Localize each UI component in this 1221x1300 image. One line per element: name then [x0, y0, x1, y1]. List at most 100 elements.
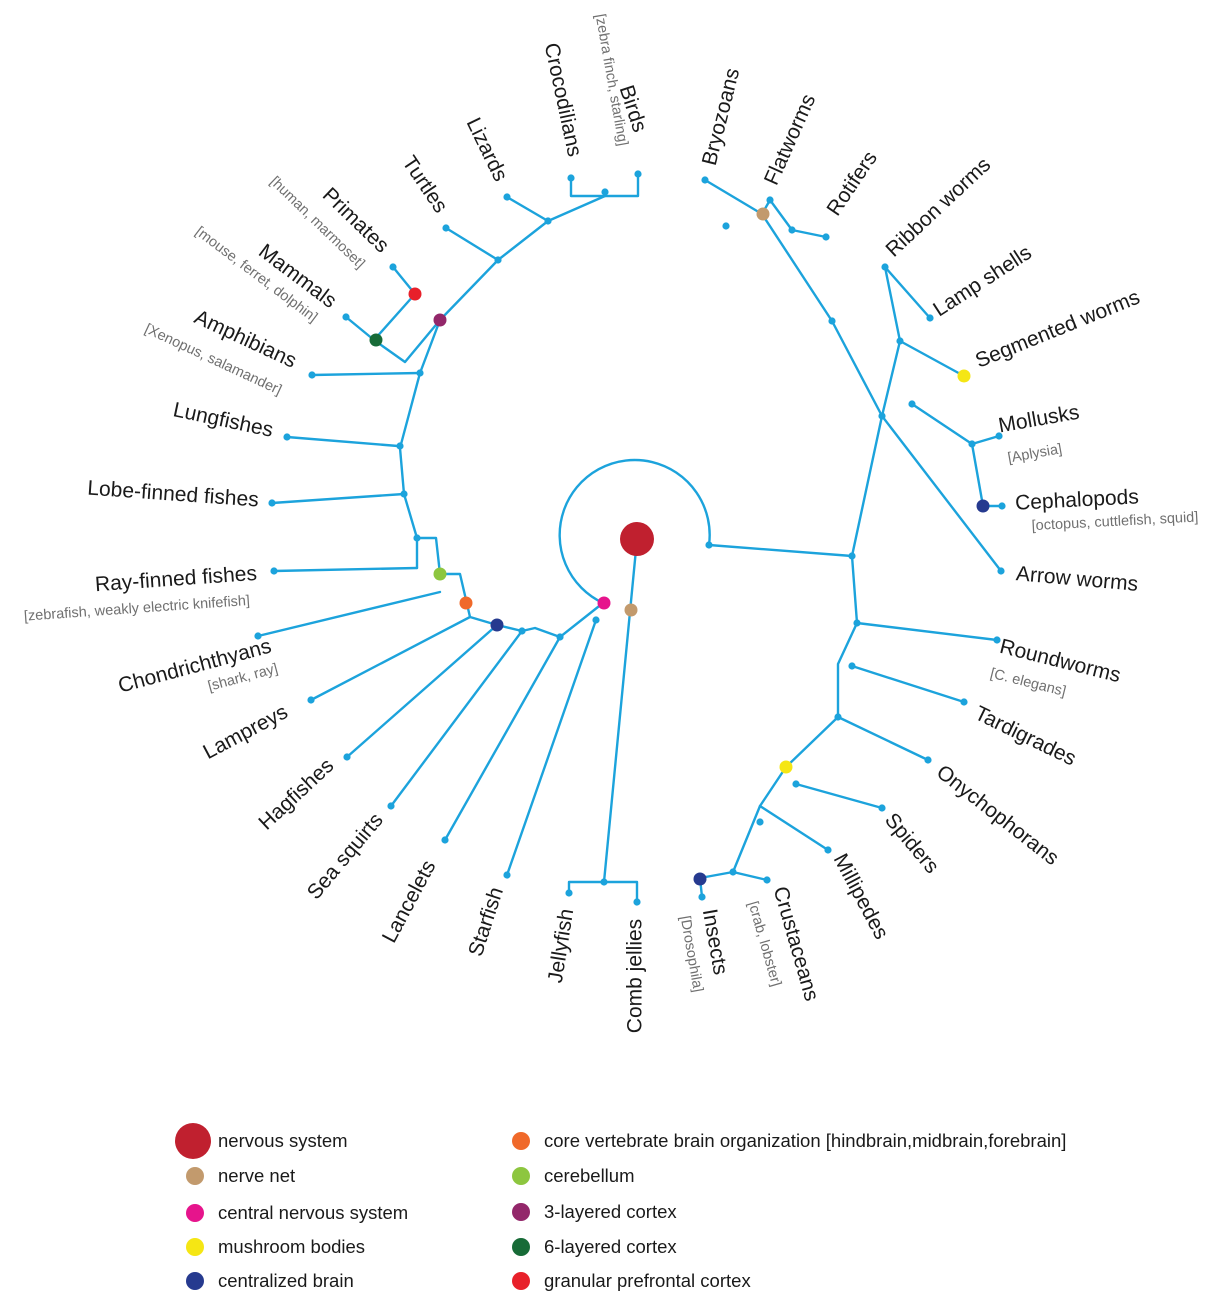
mollusk-clade — [910, 402, 1001, 446]
lophotrochozoa-arc — [703, 178, 884, 558]
onychophorans-branch — [836, 715, 930, 762]
node-dot-29 — [705, 541, 713, 549]
taxon-label-sea-squirts: Sea squirts — [303, 809, 388, 904]
node-dot-57 — [788, 226, 796, 234]
legend-swatch-nervous-system — [175, 1123, 211, 1159]
taxon-label-lancelets: Lancelets — [378, 856, 441, 946]
marker-centralized-brain-vertebrate — [490, 618, 504, 632]
ecdysozoa-arc — [698, 554, 859, 880]
node-dot-14 — [268, 499, 276, 507]
cephalopod-branch — [970, 442, 1004, 508]
legend-swatch-central-nervous-system — [186, 1204, 204, 1222]
taxon-note-mollusks: [Aplysia] — [1007, 441, 1064, 466]
roundworms-branch — [855, 621, 999, 642]
node-dot-4 — [503, 193, 511, 201]
node-dot-40 — [878, 804, 886, 812]
legend-label: core vertebrate brain organization [hind… — [544, 1130, 1067, 1151]
taxon-label-tardigrades: Tardigrades — [971, 702, 1080, 771]
node-dot-58 — [822, 233, 830, 241]
node-dot-11 — [342, 313, 350, 321]
marker-central-nervous-system — [597, 596, 611, 610]
node-dot-54 — [701, 176, 709, 184]
mammal-clade — [372, 292, 442, 364]
taxon-label-turtles: Turtles — [398, 152, 453, 217]
taxon-label-millipedes: Millipedes — [829, 850, 893, 943]
marker-three-layered-cortex — [433, 313, 447, 327]
taxon-label-ribbon-worms: Ribbon worms — [881, 153, 995, 261]
turtles-branch — [444, 226, 500, 262]
node-dot-32 — [848, 662, 856, 670]
node-dot-35 — [756, 818, 764, 826]
taxon-label-lampreys: Lampreys — [199, 700, 291, 764]
node-dot-13 — [283, 433, 291, 441]
legend-item-nervous-system: nervous system — [175, 1123, 348, 1159]
legend-item-cerebellum: cerebellum — [512, 1165, 635, 1186]
node-dot-10 — [308, 371, 316, 379]
legend-label: centralized brain — [218, 1270, 354, 1291]
legend-swatch-mushroom-bodies — [186, 1238, 204, 1256]
ray-finned-branch — [272, 566, 419, 573]
marker-cerebellum — [433, 567, 447, 581]
segmented-branch — [898, 339, 966, 378]
node-dot-37 — [763, 876, 771, 884]
node-dot-26 — [556, 633, 564, 641]
node-dot-12 — [389, 263, 397, 271]
arrow-worms-branch — [880, 414, 1003, 573]
taxon-label-lobe-finned: Lobe-finned fishes — [87, 477, 260, 512]
comb-jelly-stem — [602, 537, 639, 884]
taxon-label-segmented-worms: Segmented worms — [972, 286, 1143, 373]
node-dot-22 — [503, 871, 511, 879]
legend-swatch-nerve-net — [186, 1167, 204, 1185]
node-dot-28 — [592, 616, 600, 624]
node-dot-41 — [924, 756, 932, 764]
taxon-note-cephalopods: [octopus, cuttlefish, squid] — [1031, 509, 1198, 534]
legend-item-six-layered-cortex: 6-layered cortex — [512, 1236, 677, 1257]
amphibians-branch — [310, 371, 422, 377]
marker-nerve-net-cnidaria — [624, 603, 638, 617]
legend-item-core-vertebrate-brain: core vertebrate brain organization [hind… — [512, 1130, 1067, 1151]
lizards-branch — [505, 195, 550, 223]
node-dot-1 — [567, 174, 575, 182]
marker-mushroom-bodies-arthropods — [779, 760, 793, 774]
protostome-stem — [707, 543, 854, 558]
taxon-note-birds: [zebra finch, starling] — [592, 13, 631, 148]
node-dot-52 — [878, 412, 886, 420]
gnathostome-arc — [398, 194, 607, 540]
marker-six-layered-cortex — [369, 333, 383, 347]
millipedes-branch — [758, 804, 830, 852]
trait-markers — [369, 207, 990, 886]
taxon-label-arrow-worms: Arrow worms — [1015, 562, 1139, 596]
root-arc — [558, 458, 711, 605]
node-dot-38 — [698, 893, 706, 901]
taxon-label-lungfishes: Lungfishes — [171, 398, 275, 442]
taxon-label-starfish: Starfish — [464, 884, 508, 959]
legend-item-granular-prefrontal-cortex: granular prefrontal cortex — [512, 1270, 751, 1291]
node-dot-43 — [993, 636, 1001, 644]
marker-granular-prefrontal-cortex — [408, 287, 422, 301]
taxon-note-ray-finned: [zebrafish, weakly electric knifefish] — [23, 593, 250, 625]
node-dot-53 — [828, 317, 836, 325]
legend-label: 3-layered cortex — [544, 1201, 677, 1222]
marker-mushroom-bodies-annelids — [957, 369, 971, 383]
taxon-label-comb-jellies: Comb jellies — [624, 919, 647, 1033]
legend-label: nerve net — [218, 1165, 296, 1186]
taxon-label-insects: Insects — [698, 907, 732, 977]
chondrichthyans-branch — [256, 590, 442, 638]
lobe-finned-branch — [270, 492, 406, 505]
legend-item-mushroom-bodies: mushroom bodies — [186, 1236, 365, 1257]
node-dot-55 — [722, 222, 730, 230]
node-dot-6 — [442, 224, 450, 232]
taxon-label-flatworms: Flatworms — [760, 91, 820, 189]
bilateria-stem — [558, 601, 605, 639]
taxon-label-jellyfish: Jellyfish — [544, 907, 578, 984]
taxon-label-rotifers: Rotifers — [822, 147, 882, 220]
node-dot-19 — [343, 753, 351, 761]
node-dot-31 — [853, 619, 861, 627]
starfish-branch — [505, 618, 598, 877]
node-dot-47 — [995, 432, 1003, 440]
spiders-branch — [794, 782, 884, 810]
legend-item-central-nervous-system: central nervous system — [186, 1202, 408, 1223]
marker-nervous-system — [620, 522, 654, 556]
